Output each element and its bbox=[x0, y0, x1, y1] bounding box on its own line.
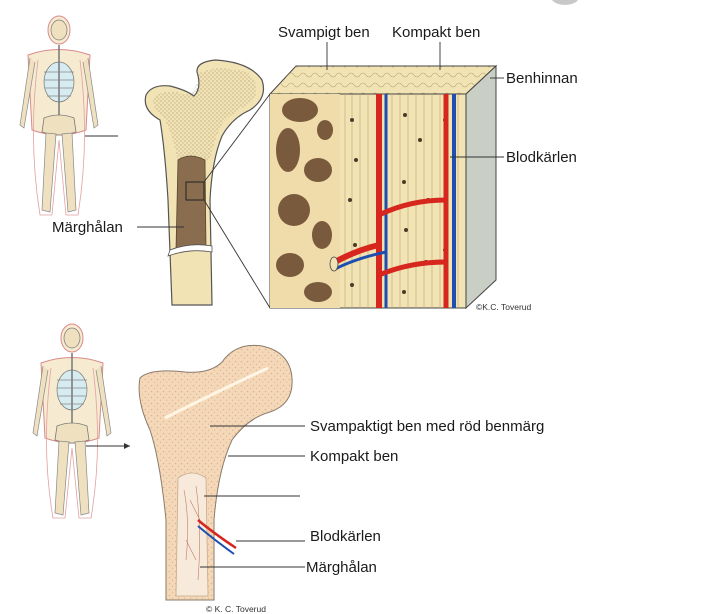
skeleton-thumbnail-top bbox=[19, 15, 99, 216]
skeleton-thumbnail-bottom bbox=[32, 323, 112, 519]
femur-section-bottom bbox=[138, 344, 293, 601]
credit-top: ©K.C. Toverud bbox=[476, 302, 532, 312]
femur-illustration-top bbox=[144, 59, 265, 306]
label-kompakt-ben-bottom: Kompakt ben bbox=[310, 448, 398, 465]
label-blodkarlen-bottom: Blodkärlen bbox=[310, 528, 381, 545]
label-svampigt-ben: Svampigt ben bbox=[278, 24, 370, 41]
zoom-connector-bottom bbox=[203, 199, 271, 309]
label-marghalan-bottom: Märghålan bbox=[306, 559, 377, 576]
label-benhinnan: Benhinnan bbox=[506, 70, 578, 87]
label-svampaktigt-ben: Svampaktigt ben med röd benmärg bbox=[310, 418, 544, 435]
label-blodkarlen-top: Blodkärlen bbox=[506, 149, 577, 166]
credit-bottom: © K. C. Toverud bbox=[206, 604, 266, 614]
corner-disc bbox=[552, 0, 578, 6]
zoom-connector-top bbox=[203, 93, 271, 183]
label-marghalan-top: Märghålan bbox=[52, 219, 123, 236]
bone-tissue-block bbox=[268, 64, 498, 310]
label-kompakt-ben-top: Kompakt ben bbox=[392, 24, 480, 41]
